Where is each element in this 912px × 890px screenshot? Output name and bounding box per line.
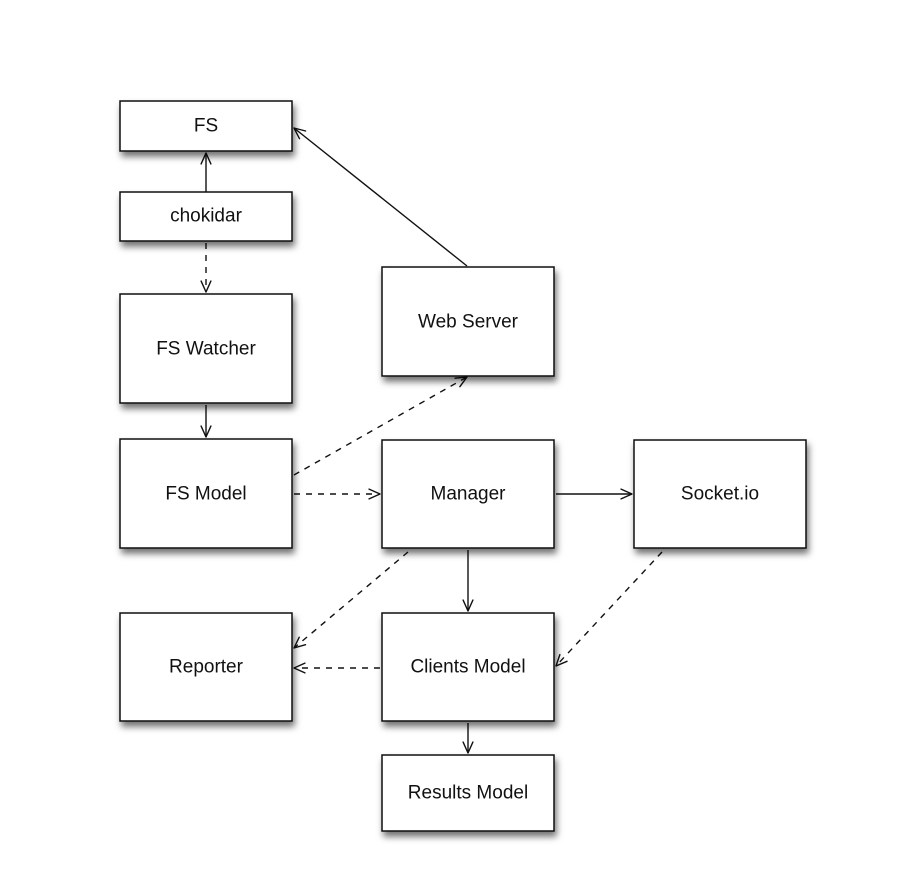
reporter-node: Reporter <box>119 612 293 722</box>
manager-node: Manager <box>381 439 555 549</box>
results-model-node-label: Results Model <box>408 783 528 804</box>
fs-watcher-node: FS Watcher <box>119 293 293 404</box>
arrowhead-icon <box>462 599 474 612</box>
socket-io-node: Socket.io <box>633 439 807 549</box>
fs-model-node-label: FS Model <box>165 484 246 505</box>
chokidar-node-label: chokidar <box>170 206 242 227</box>
chokidar-node: chokidar <box>119 191 293 242</box>
socket-io-node-label: Socket.io <box>681 484 759 505</box>
edge-web-server-to-fs <box>293 127 468 267</box>
arrowhead-icon <box>200 152 212 165</box>
arrowhead-icon <box>620 488 633 500</box>
edge-socket-io-to-clients-model <box>555 551 663 667</box>
arrowhead-icon <box>293 636 307 649</box>
arrowhead-icon <box>293 127 307 140</box>
connections <box>200 127 663 754</box>
clients-model-node-label: Clients Model <box>410 657 525 678</box>
reporter-node-label: Reporter <box>169 657 244 678</box>
web-server-node-label: Web Server <box>418 312 519 333</box>
fs-model-node: FS Model <box>119 438 293 549</box>
manager-node-label: Manager <box>431 484 507 505</box>
fs-watcher-node-label: FS Watcher <box>156 339 256 360</box>
arrowhead-icon <box>368 488 381 500</box>
arrowhead-icon <box>555 653 568 667</box>
fs-node: FS <box>119 100 293 152</box>
arrowhead-icon <box>293 662 306 674</box>
edge-manager-to-reporter <box>293 551 409 649</box>
fs-node-label: FS <box>194 116 218 137</box>
web-server-node: Web Server <box>381 266 555 377</box>
arrowhead-icon <box>200 280 212 293</box>
arrowhead-icon <box>462 741 474 754</box>
clients-model-node: Clients Model <box>381 612 555 722</box>
arrowhead-icon <box>200 425 212 438</box>
edge-fs-model-to-web-server <box>293 376 468 476</box>
arrowhead-icon <box>454 376 468 388</box>
results-model-node: Results Model <box>381 754 555 832</box>
